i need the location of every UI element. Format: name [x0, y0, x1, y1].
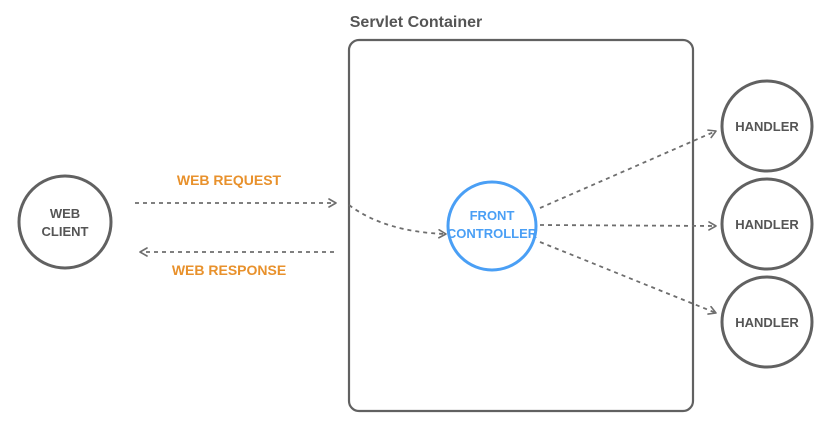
- front-controller-label-line2: CONTROLLER: [447, 226, 538, 241]
- web-client-label-line2: CLIENT: [42, 224, 89, 239]
- web-client-node: WEB CLIENT: [17, 174, 113, 270]
- handler-circle-2: [720, 177, 814, 271]
- handler-label-3: HANDLER: [735, 315, 799, 330]
- handler-label-1: HANDLER: [735, 119, 799, 134]
- dispatch-arrow: [348, 204, 447, 239]
- web-client-circle: [17, 174, 113, 270]
- handler-label-2: HANDLER: [735, 217, 799, 232]
- web-request-label: WEB REQUEST: [177, 172, 282, 188]
- handler-circle-1: [720, 79, 814, 173]
- handler-arrow-3: [539, 241, 717, 315]
- front-controller-label-line1: FRONT: [470, 208, 515, 223]
- web-response-label: WEB RESPONSE: [172, 262, 286, 278]
- handler-arrow-1: [539, 129, 717, 209]
- handler-node-3: HANDLER: [720, 275, 814, 369]
- front-controller-circle: [446, 180, 538, 272]
- handler-arrow-2: [539, 221, 717, 231]
- handler-node-2: HANDLER: [720, 177, 814, 271]
- handler-node-1: HANDLER: [720, 79, 814, 173]
- web-client-label-line1: WEB: [50, 206, 80, 221]
- front-controller-node: FRONT CONTROLLER: [446, 180, 538, 272]
- container-title: Servlet Container: [350, 14, 482, 31]
- handler-circle-3: [720, 275, 814, 369]
